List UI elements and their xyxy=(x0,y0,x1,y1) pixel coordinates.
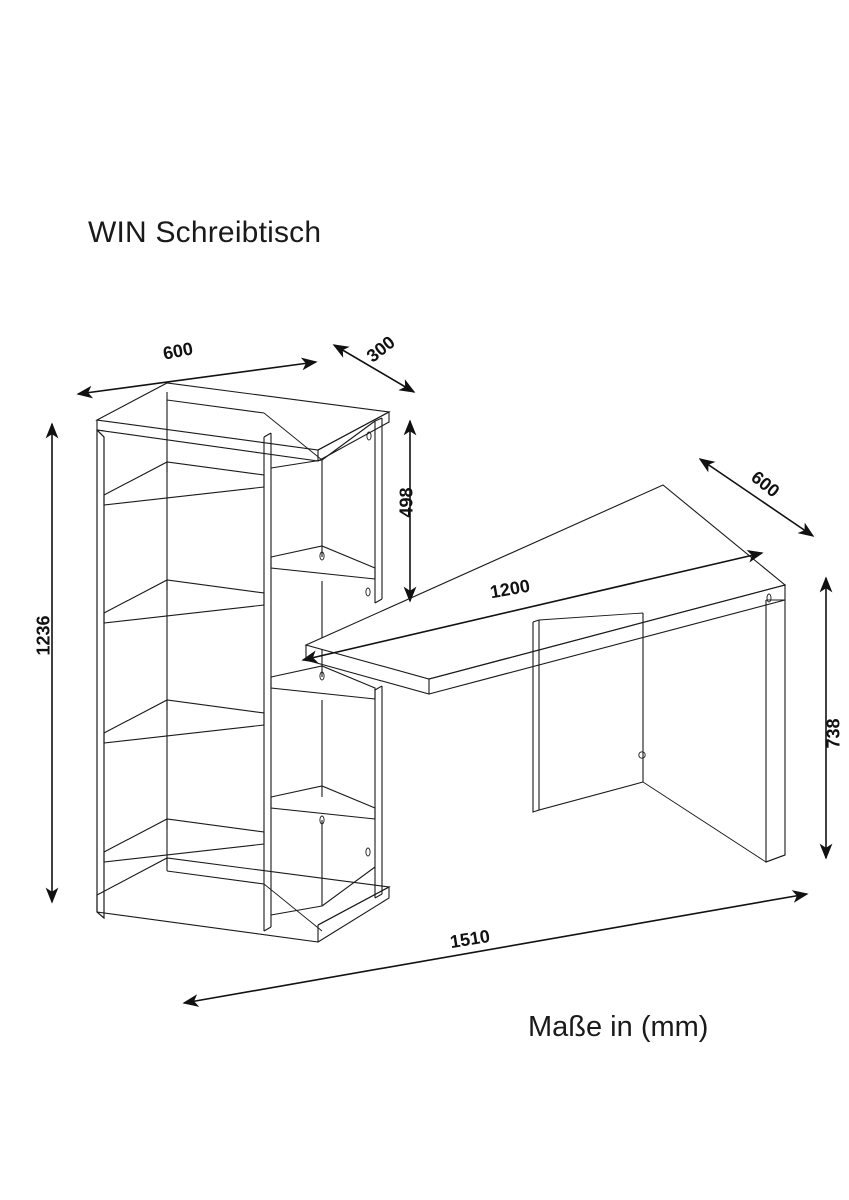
bookcase-right-side-panel-lower xyxy=(374,685,383,899)
dimension-line-desk-depth xyxy=(698,458,815,537)
bookcase-shelf-left-3 xyxy=(103,699,265,744)
bookcase-right-side-panel-upper xyxy=(374,417,383,604)
bookcase-shelf-left-1 xyxy=(103,461,265,506)
bookcase-shelf-right-1 xyxy=(270,545,376,580)
dimension-label-compartment-height: 498 xyxy=(396,487,417,518)
bookcase-center-divider xyxy=(263,432,272,932)
dimension-line-shelf-width xyxy=(76,357,318,399)
bookcase-left-column-back-horizontals xyxy=(166,399,265,885)
page-title: WIN Schreibtisch xyxy=(88,216,322,249)
bookcase-bottom-panel xyxy=(96,857,391,943)
dimension-line-desk-length xyxy=(301,550,764,663)
dimension-line-overall-width xyxy=(182,890,809,1007)
desk-side-leg-panel xyxy=(642,599,786,863)
bookcase-depth-lines xyxy=(263,412,376,932)
bookcase-right-column-back-horizontals xyxy=(270,459,323,916)
dimension-label-desk-height: 738 xyxy=(823,718,844,749)
dimension-line-shelf-depth xyxy=(332,344,416,393)
bookcase-top-panel xyxy=(95,382,391,462)
bookcase-left-side-panel xyxy=(96,428,105,920)
desk-cam-lock-holes xyxy=(766,593,772,603)
desk-top-panel xyxy=(304,484,787,695)
bookcase-shelf-left-4 xyxy=(103,818,265,863)
bookcase-shelf-right-2 xyxy=(270,665,376,700)
bookcase-shelf-right-3 xyxy=(270,785,376,820)
bookcase-shelf-left-2 xyxy=(103,579,265,624)
dimension-label-total-height: 1236 xyxy=(33,615,54,656)
units-caption: Maße in (mm) xyxy=(528,1011,709,1043)
